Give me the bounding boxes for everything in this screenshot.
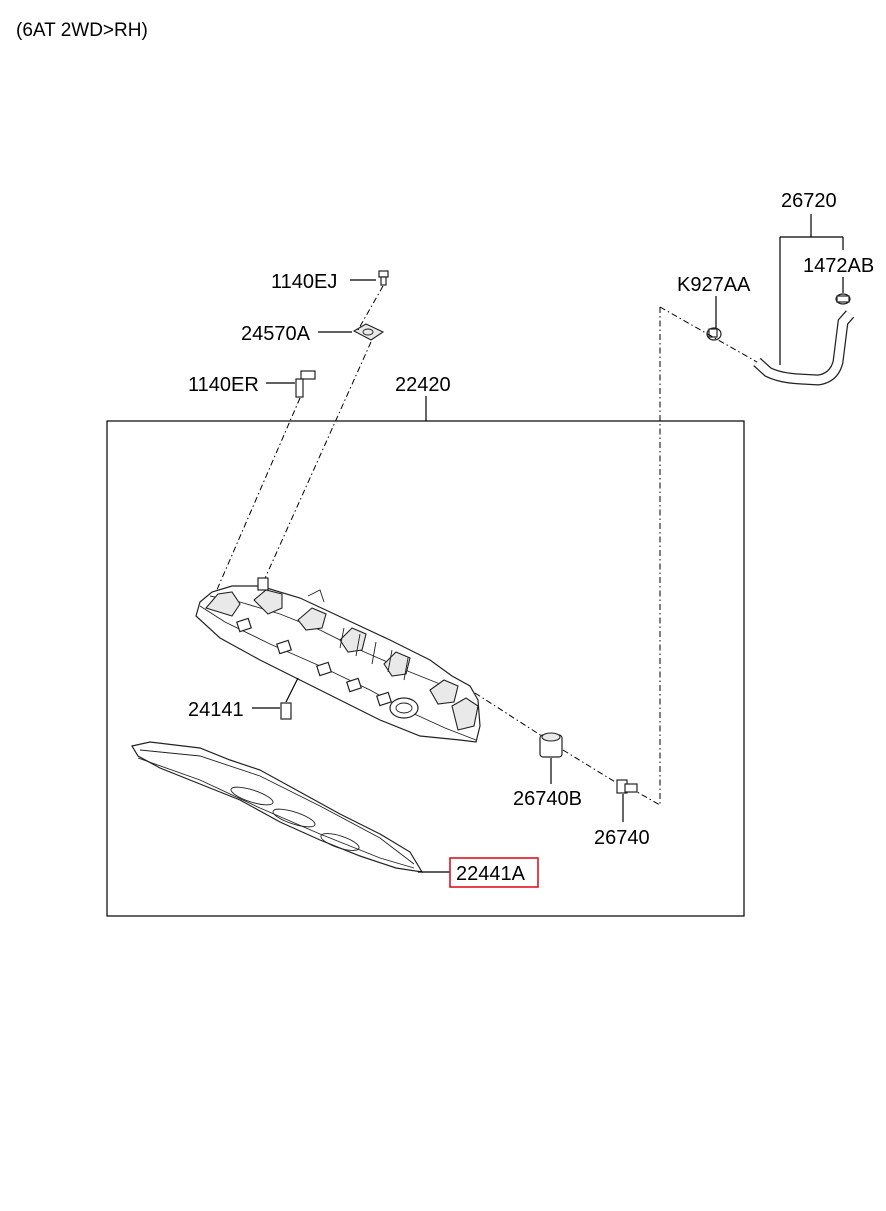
dash-line-bolt-ej: [261, 285, 384, 586]
clamp-1472AB[interactable]: [835, 293, 851, 305]
washer-24570A[interactable]: [352, 323, 385, 341]
dash-line-hose: [659, 306, 758, 363]
variant-header: (6AT 2WD>RH): [16, 20, 148, 41]
label-22420[interactable]: 22420: [395, 374, 451, 396]
label-26740B[interactable]: 26740B: [513, 788, 582, 810]
label-1140ER[interactable]: 1140ER: [188, 374, 259, 396]
leader-24141-b: [285, 677, 299, 703]
dash-line-vertical: [629, 307, 661, 806]
pcv-valve-26740[interactable]: [616, 779, 638, 794]
dash-line-pcv: [474, 692, 626, 789]
label-26740[interactable]: 26740: [594, 827, 650, 849]
label-26720[interactable]: 26720: [781, 190, 837, 212]
label-22441A[interactable]: 22441A: [456, 863, 526, 885]
highlight-box-22441A: [449, 857, 539, 888]
bracket-26720: [779, 214, 844, 365]
bolt-1140ER[interactable]: [295, 370, 316, 398]
clamp-K927AA[interactable]: [706, 327, 722, 341]
bolt-1140EJ[interactable]: [378, 270, 389, 286]
label-K927AA[interactable]: K927AA: [677, 274, 751, 296]
plug-24141[interactable]: [280, 702, 292, 720]
label-1472AB[interactable]: 1472AB: [803, 255, 874, 277]
dash-line-bolt-er: [215, 397, 301, 593]
gasket-22441A[interactable]: [131, 741, 424, 873]
grommet-26740B[interactable]: [539, 732, 563, 758]
label-24141[interactable]: 24141: [188, 699, 244, 721]
label-1140EJ[interactable]: 1140EJ: [271, 271, 337, 293]
rocker-cover-22420[interactable]: [195, 577, 481, 743]
hose-26720[interactable]: [753, 310, 855, 386]
label-24570A[interactable]: 24570A: [241, 323, 311, 345]
